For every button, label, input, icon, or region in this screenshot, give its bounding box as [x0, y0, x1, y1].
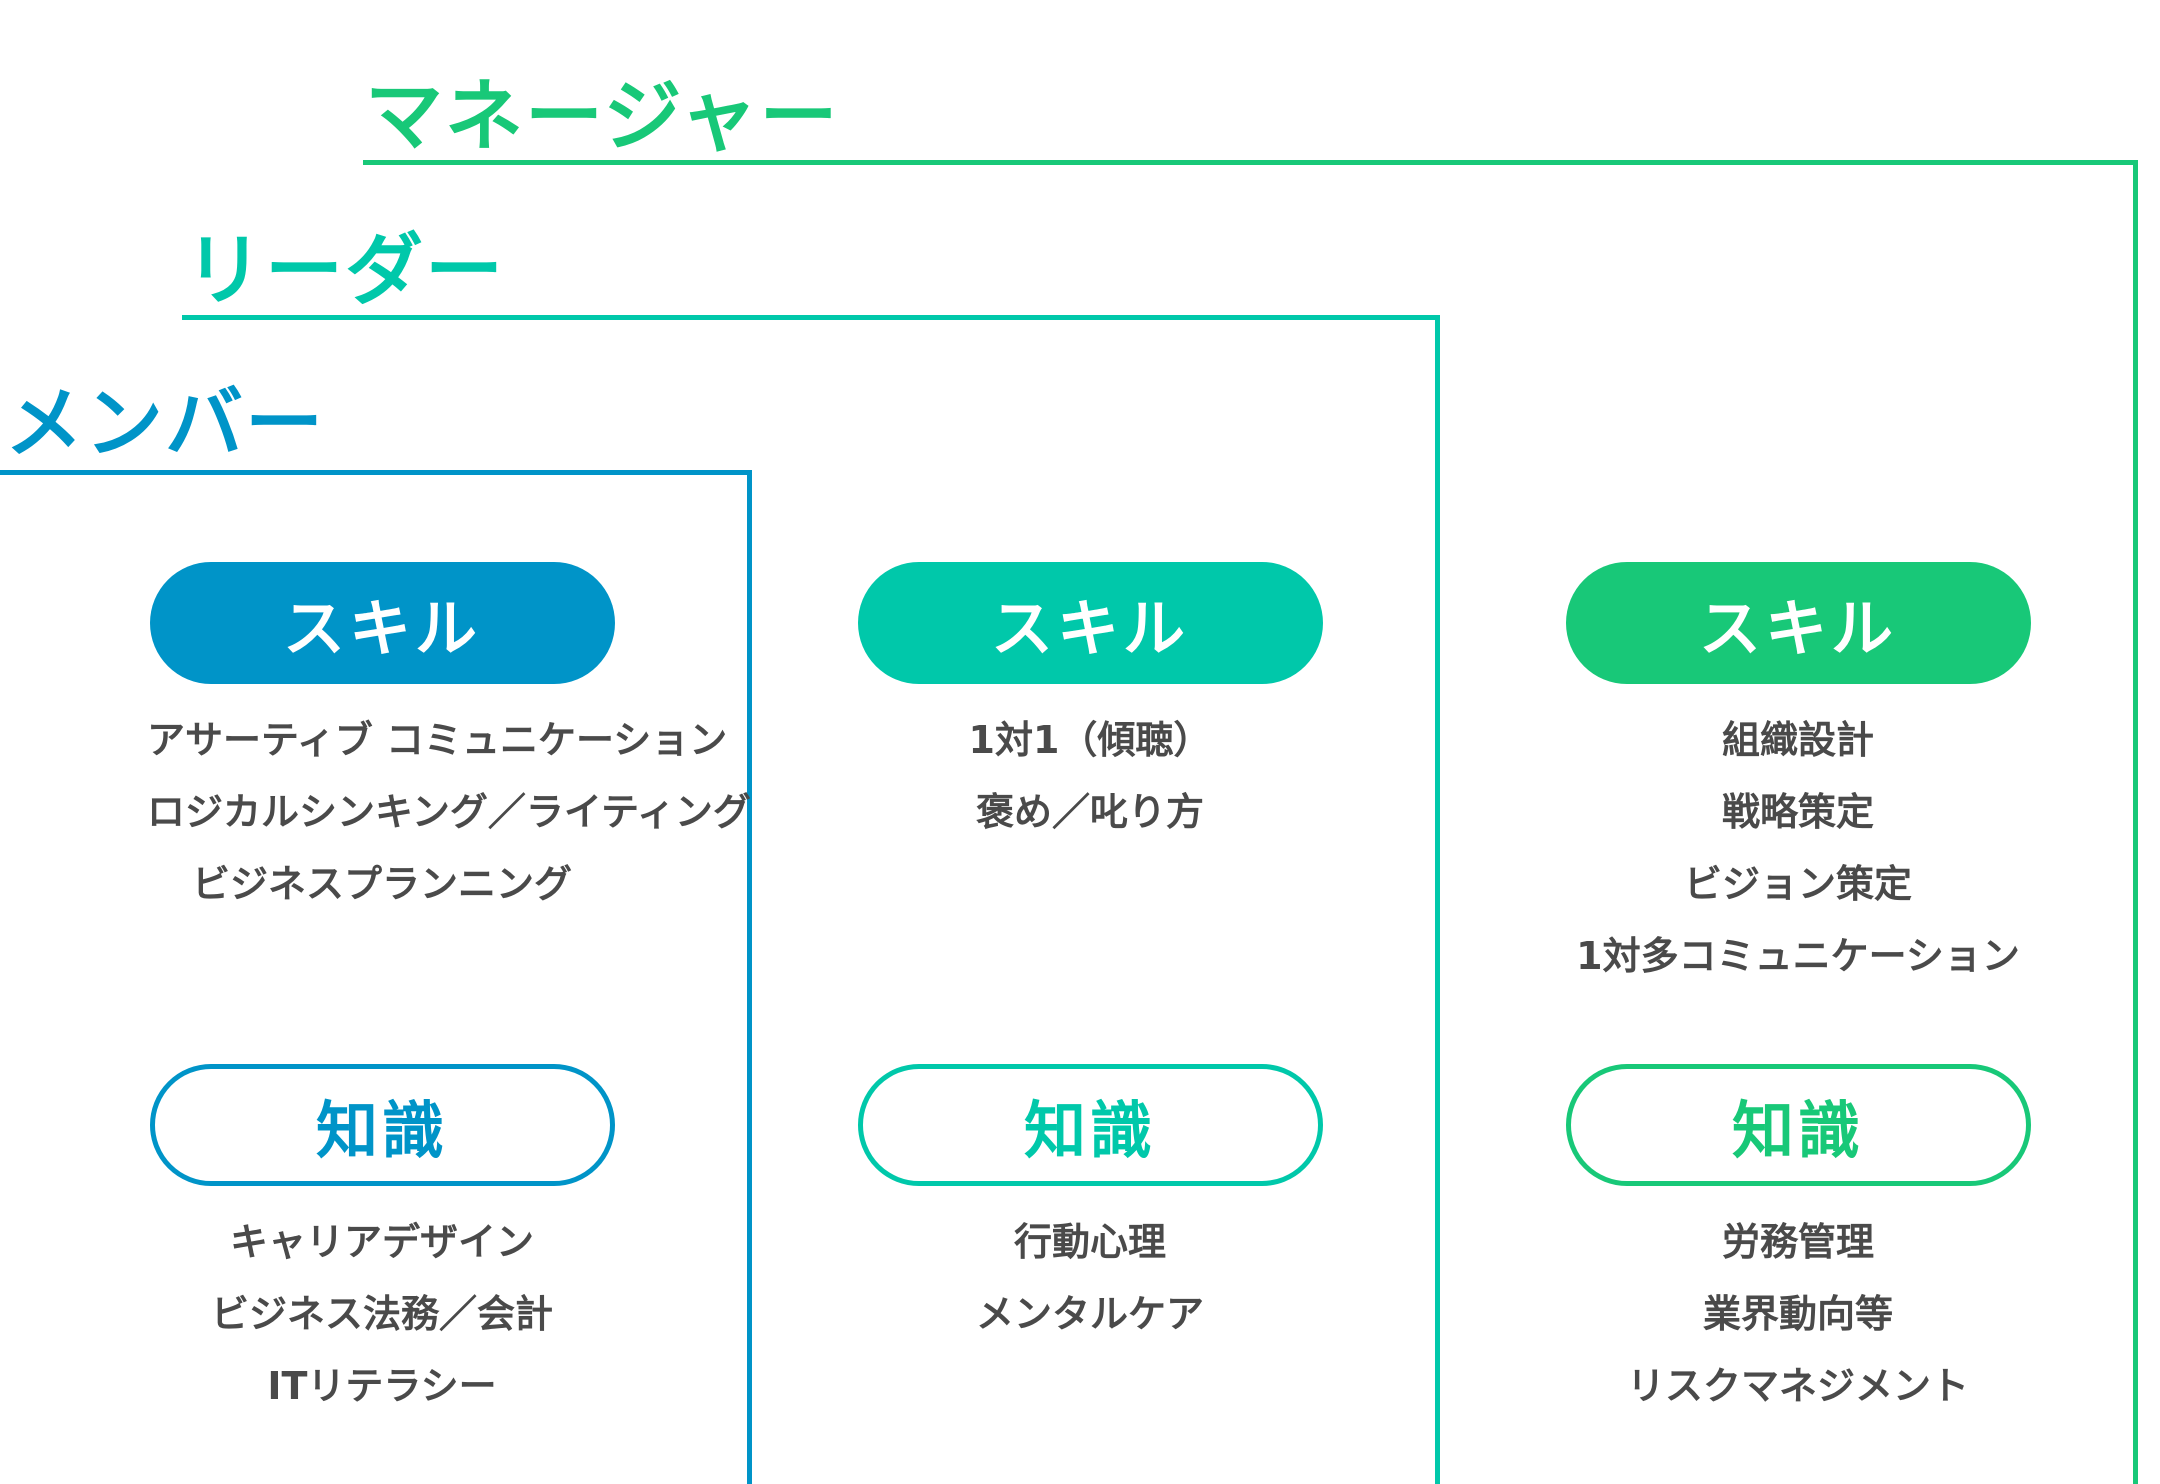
skill-list: アサーティブ コミュニケーションロジカルシンキング／ライティングビジネスプランニ… [147, 704, 751, 1064]
tier-frame-leader [182, 315, 1440, 1484]
skill-item: アサーティブ コミュニケーション [147, 718, 728, 762]
knowledge-badge: 知識 [149, 1064, 615, 1186]
skill-item: 組織設計 [1721, 718, 1874, 762]
skill-item: ロジカルシンキング／ライティング [147, 790, 751, 834]
knowledge-badge: 知識 [1565, 1064, 2031, 1186]
skill-item: 1対1（傾聴） [968, 718, 1212, 762]
knowledge-item: ビジネス法務／会計 [210, 1292, 553, 1336]
skill-item: 1対多コミュニケーション [1576, 934, 2020, 978]
knowledge-item: 労務管理 [1721, 1220, 1874, 1264]
manager-column: スキル 組織設計戦略策定ビジョン策定 1対多コミュニケーション 知識 労務管理業界… [1563, 562, 2033, 1422]
skill-list: 1対1（傾聴） 褒め／叱り方 [855, 704, 1325, 1064]
skill-item: ビジョン策定 [1683, 862, 1912, 906]
tier-frame-member [0, 470, 752, 1484]
tier-frame-manager [363, 160, 2138, 1484]
knowledge-item: メンタルケア [975, 1292, 1204, 1336]
leader-column: スキル 1対1（傾聴） 褒め／叱り方 知識 行動心理メンタルケア [855, 562, 1325, 1350]
knowledge-list: 行動心理メンタルケア [855, 1206, 1325, 1350]
skill-item: 戦略策定 [1721, 790, 1874, 834]
tier-title-leader: リーダー [185, 226, 506, 316]
knowledge-list: キャリアデザインビジネス法務／会計 ITリテラシー [147, 1206, 617, 1422]
knowledge-item: 業界動向等 [1702, 1292, 1893, 1336]
knowledge-item: リスクマネジメント [1626, 1364, 1969, 1408]
skill-badge: スキル [1565, 562, 2031, 684]
knowledge-item: キャリアデザイン [229, 1220, 534, 1264]
knowledge-item: 行動心理 [1013, 1220, 1166, 1264]
skill-badge: スキル [857, 562, 1323, 684]
tier-title-member: メンバー [5, 379, 326, 469]
skill-list: 組織設計戦略策定ビジョン策定 1対多コミュニケーション [1563, 704, 2033, 1064]
knowledge-item: ITリテラシー [267, 1364, 497, 1408]
knowledge-list: 労務管理業界動向等リスクマネジメント [1563, 1206, 2033, 1422]
knowledge-badge: 知識 [857, 1064, 1323, 1186]
skill-item: 褒め／叱り方 [975, 790, 1204, 834]
member-column: スキル アサーティブ コミュニケーションロジカルシンキング／ライティングビジネス… [147, 562, 751, 1422]
skill-badge: スキル [149, 562, 615, 684]
skill-item: ビジネスプランニング [191, 862, 572, 906]
tier-title-manager: マネージャー [365, 72, 840, 162]
